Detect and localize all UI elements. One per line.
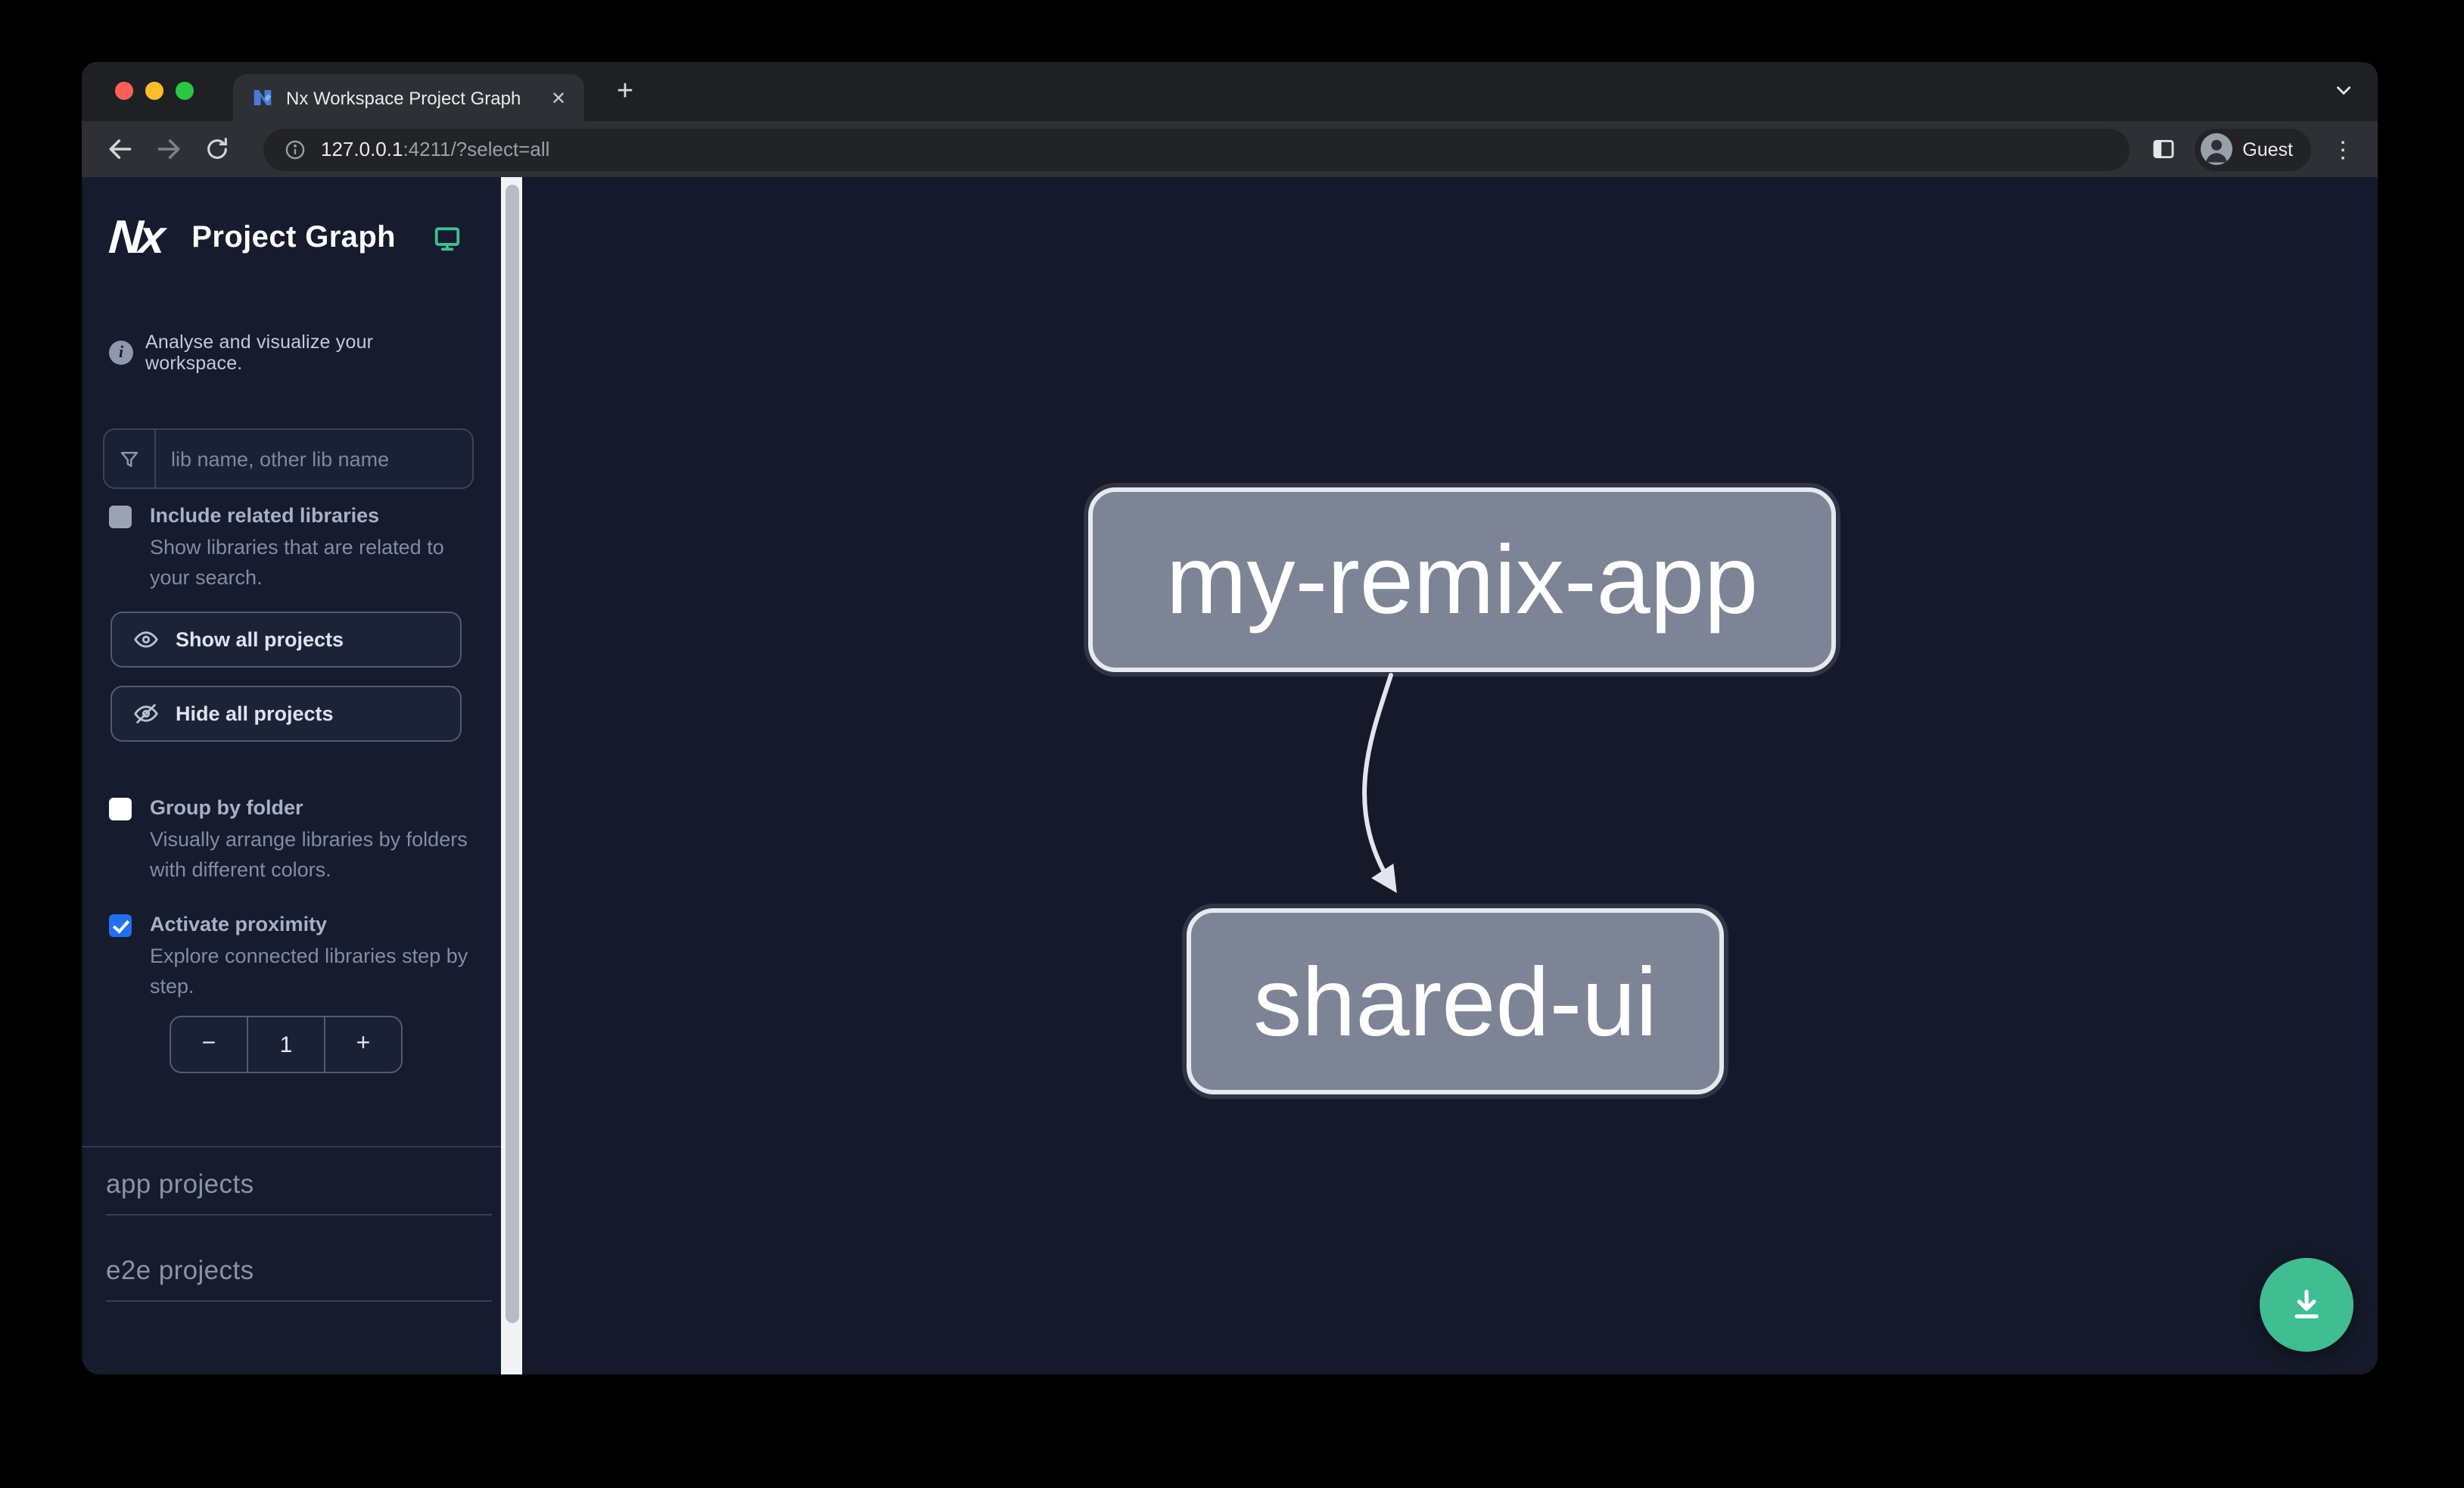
sidebar: Nx Project Graph i Analyse and visualize… <box>82 177 501 1374</box>
activate-proximity-description: Explore connected libraries step by step… <box>150 945 468 998</box>
side-panel-icon[interactable] <box>2150 136 2176 162</box>
hide-all-projects-button[interactable]: Hide all projects <box>110 686 462 742</box>
monitor-icon[interactable] <box>433 223 462 252</box>
hide-all-projects-label: Hide all projects <box>176 702 334 725</box>
group-by-folder-row: Group by folder Visually arrange librari… <box>109 795 474 886</box>
forward-icon[interactable] <box>148 129 188 169</box>
section-e2e-projects[interactable]: e2e projects <box>106 1255 492 1302</box>
close-window-button[interactable] <box>115 82 133 100</box>
nx-favicon <box>254 90 272 105</box>
include-related-row: Include related libraries Show libraries… <box>109 503 474 593</box>
section-app-projects-label: app projects <box>106 1169 254 1199</box>
eye-off-icon <box>133 701 159 727</box>
browser-window: Nx Workspace Project Graph ✕ + <box>82 62 2378 1374</box>
scrollbar-thumb[interactable] <box>505 185 518 1323</box>
node-label: my-remix-app <box>1165 525 1759 634</box>
page-title: Project Graph <box>191 220 396 254</box>
url-host: 127.0.0.1 <box>321 138 403 160</box>
url-text: 127.0.0.1:4211/?select=all <box>321 138 549 160</box>
maximize-window-button[interactable] <box>176 82 194 100</box>
group-by-folder-description: Visually arrange libraries by folders wi… <box>150 828 468 881</box>
library-search <box>103 428 474 489</box>
proximity-stepper: − 1 + <box>170 1016 403 1073</box>
include-related-checkbox[interactable] <box>109 506 132 528</box>
tab-strip: Nx Workspace Project Graph ✕ + <box>82 62 2378 121</box>
section-app-projects[interactable]: app projects <box>106 1169 492 1216</box>
eye-icon <box>133 627 159 652</box>
workspace-tagline-row: i Analyse and visualize your workspace. <box>109 332 474 374</box>
dependency-edge <box>1362 673 1397 893</box>
profile-chip[interactable]: Guest <box>2194 128 2311 170</box>
graph-canvas[interactable]: my-remix-app shared-ui <box>522 177 2378 1374</box>
profile-name: Guest <box>2242 139 2293 160</box>
download-icon <box>2287 1285 2326 1325</box>
browser-tab[interactable]: Nx Workspace Project Graph ✕ <box>233 74 584 121</box>
avatar-icon <box>2200 133 2232 165</box>
download-graph-button[interactable] <box>2260 1258 2354 1352</box>
nx-logo: Nx <box>107 210 163 263</box>
group-by-folder-checkbox[interactable] <box>109 798 132 820</box>
minimize-window-button[interactable] <box>145 82 163 100</box>
stepper-increment-button[interactable]: + <box>324 1017 401 1072</box>
back-icon[interactable] <box>100 129 139 169</box>
activate-proximity-checkbox[interactable] <box>109 914 132 937</box>
stepper-decrement-button[interactable]: − <box>201 1031 216 1057</box>
sidebar-divider <box>82 1146 501 1147</box>
info-icon: i <box>109 341 133 365</box>
stepper-value: 1 <box>247 1017 324 1072</box>
page-content: Nx Project Graph i Analyse and visualize… <box>82 177 2378 1374</box>
activate-proximity-row: Activate proximity Explore connected lib… <box>109 911 474 1002</box>
url-path: :4211/?select=all <box>403 138 550 160</box>
tab-close-icon[interactable]: ✕ <box>550 87 567 108</box>
include-related-label: Include related libraries <box>150 504 380 527</box>
sidebar-scrollbar[interactable] <box>501 177 522 1374</box>
section-e2e-projects-label: e2e projects <box>106 1255 254 1285</box>
graph-node-shared-ui[interactable]: shared-ui <box>1187 908 1724 1094</box>
sidebar-header: Nx Project Graph <box>107 201 480 274</box>
reload-icon[interactable] <box>197 129 236 169</box>
include-related-description: Show libraries that are related to your … <box>150 536 444 589</box>
traffic-lights <box>115 82 194 100</box>
show-all-projects-button[interactable]: Show all projects <box>110 612 462 668</box>
browser-toolbar: 127.0.0.1:4211/?select=all Guest ⋮ <box>82 121 2378 177</box>
browser-menu-kebab-icon[interactable]: ⋮ <box>2332 137 2354 163</box>
group-by-folder-label: Group by folder <box>150 796 303 819</box>
workspace-tagline: Analyse and visualize your workspace. <box>145 332 374 374</box>
tab-search-chevron-down-icon[interactable] <box>2334 80 2354 107</box>
node-label: shared-ui <box>1253 947 1657 1056</box>
search-input[interactable] <box>156 447 472 470</box>
show-all-projects-label: Show all projects <box>176 628 344 651</box>
activate-proximity-label: Activate proximity <box>150 913 328 935</box>
tab-title: Nx Workspace Project Graph <box>286 87 521 108</box>
new-tab-button[interactable]: + <box>616 76 634 107</box>
site-info-icon[interactable] <box>285 139 306 160</box>
graph-node-my-remix-app[interactable]: my-remix-app <box>1088 487 1836 672</box>
filter-icon <box>104 430 156 487</box>
address-bar[interactable]: 127.0.0.1:4211/?select=all <box>263 128 2130 170</box>
